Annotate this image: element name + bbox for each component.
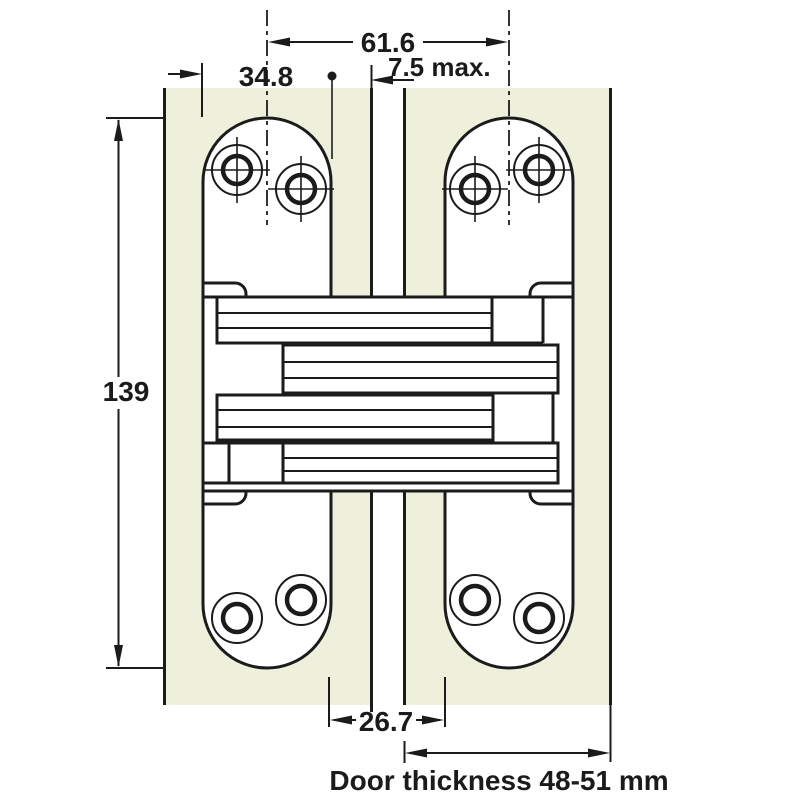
screw-hole xyxy=(442,156,508,222)
arrowhead-left-icon xyxy=(405,748,427,758)
link-arm-2 xyxy=(281,343,560,395)
step-bottom-left xyxy=(203,491,248,506)
link-arm-end-block xyxy=(492,297,545,345)
link-arm-3 xyxy=(215,393,555,443)
arrowhead-left-icon xyxy=(268,37,290,47)
reference-dot xyxy=(327,71,337,81)
screw-hole xyxy=(275,574,327,626)
dimension-text: 7.5 max. xyxy=(388,52,491,82)
screw-holes-top xyxy=(204,137,572,222)
hinge-left-plate xyxy=(201,116,333,670)
link-arm-end-block xyxy=(203,441,283,485)
right-plate-top-arc xyxy=(443,116,575,183)
dimension-text: 26.7 xyxy=(359,706,414,737)
link-arm-laminations xyxy=(217,312,492,329)
dimension-text: 34.8 xyxy=(239,61,294,92)
dimension-plate-offset: 34.8 xyxy=(168,61,337,159)
left-plate-bottom-arc xyxy=(201,603,333,670)
link-arm-4 xyxy=(203,441,560,485)
step-top-right xyxy=(528,281,573,297)
arrowhead-left-icon xyxy=(330,715,352,725)
screw-hole xyxy=(268,156,334,222)
screw-hole xyxy=(204,137,270,203)
link-arm-1 xyxy=(215,295,545,345)
dimension-text: Door thickness 48-51 mm xyxy=(329,765,668,796)
screw-hole xyxy=(506,137,572,203)
crosshair-icon xyxy=(442,156,508,222)
arrowhead-icon xyxy=(180,69,202,79)
link-arm-laminations xyxy=(283,361,558,379)
dimension-center-distance: 61.6 xyxy=(268,27,508,58)
link-arm-laminations xyxy=(283,457,558,472)
left-plate-top-arc xyxy=(201,116,333,183)
link-arm-outline xyxy=(215,295,494,345)
extension-lines xyxy=(106,117,164,669)
arrowhead-right-icon xyxy=(486,37,508,47)
crosshair-icon xyxy=(268,156,334,222)
crosshair-icon xyxy=(204,137,270,203)
dimension-door-thickness: Door thickness 48-51 mm xyxy=(329,741,669,796)
link-arm-outline xyxy=(281,441,560,485)
dimension-hinge-length: 139 xyxy=(103,117,164,669)
dimension-bottom-clearance: 26.7 xyxy=(328,677,446,737)
dimension-text: 61.6 xyxy=(361,27,416,58)
right-plate-bottom-arc xyxy=(443,603,575,670)
centerlines xyxy=(266,10,510,225)
screw-hole xyxy=(211,592,263,644)
arrowhead-down-icon xyxy=(114,645,123,667)
arrowhead-right-icon xyxy=(422,715,444,725)
screw-hole xyxy=(513,592,565,644)
link-arm-outline xyxy=(281,343,560,395)
dimension-gap-max: 7.5 max. xyxy=(371,52,491,85)
step-bottom-right xyxy=(528,491,573,506)
link-arm-laminations xyxy=(217,409,493,428)
dimension-text: 139 xyxy=(103,376,150,407)
arrowhead-up-icon xyxy=(114,119,123,141)
link-arm-outline xyxy=(215,393,495,442)
hinge-right-plate xyxy=(443,116,575,670)
panel-outlines xyxy=(163,65,612,762)
step-top-left xyxy=(203,281,248,297)
screw-holes-bottom xyxy=(211,574,565,644)
crosshair-icon xyxy=(506,137,572,203)
arrowhead-icon xyxy=(371,75,393,85)
screw-hole xyxy=(449,574,501,626)
hinge-linkage xyxy=(203,281,573,506)
arrowhead-right-icon xyxy=(588,748,610,758)
extension-lines xyxy=(328,677,446,727)
